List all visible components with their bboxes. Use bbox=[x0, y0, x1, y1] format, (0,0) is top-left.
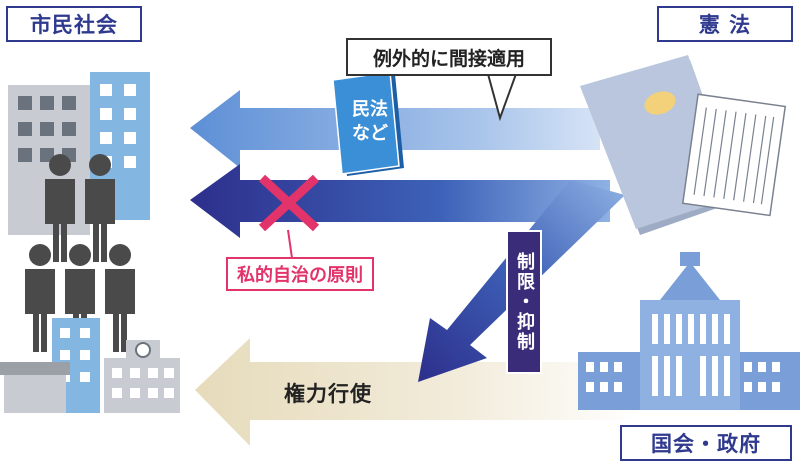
power-exercise-arrow bbox=[195, 338, 640, 446]
constitution-book-icon bbox=[580, 55, 787, 235]
diet-government-label: 国会・政府 bbox=[620, 425, 792, 461]
indirect-application-callout: 例外的に間接適用 bbox=[346, 38, 552, 76]
restriction-label: 制限・抑制 bbox=[506, 230, 542, 374]
callout-pointer bbox=[487, 73, 517, 122]
people-icon bbox=[25, 154, 135, 352]
private-autonomy-arrow bbox=[190, 164, 610, 238]
cross-pointer bbox=[287, 229, 293, 259]
cross-mark-icon bbox=[258, 174, 320, 232]
civil-code-book-text: 民法 など bbox=[340, 98, 400, 146]
school-building-icon bbox=[0, 318, 180, 413]
buildings-icon bbox=[8, 72, 150, 235]
constitution-label: 憲 法 bbox=[657, 6, 793, 42]
national-diet-building-icon bbox=[578, 252, 800, 410]
civil-code-book-icon bbox=[332, 71, 404, 176]
private-autonomy-callout: 私的自治の原則 bbox=[226, 257, 374, 291]
civil-code-line2: など bbox=[352, 123, 388, 144]
civil-code-line1: 民法 bbox=[352, 99, 388, 120]
power-exercise-label: 権力行使 bbox=[284, 382, 372, 406]
civil-society-label: 市民社会 bbox=[6, 6, 142, 42]
